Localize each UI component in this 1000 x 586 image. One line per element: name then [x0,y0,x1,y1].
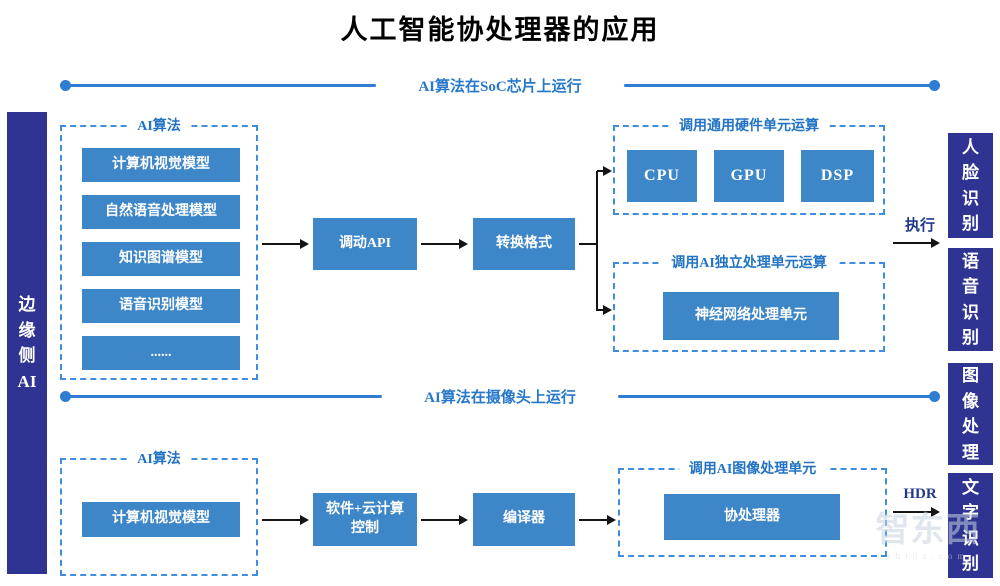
header-line-left [59,390,383,402]
dsp-box: DSP [801,150,874,202]
software-cloud-box: 软件+云计算控制 [313,493,417,546]
hw-units-group: 调用通用硬件单元运算 CPU GPU DSP [613,115,885,215]
coprocessor-box: 协处理器 [664,494,840,540]
section2-header: AI算法在摄像头上运行 [59,388,941,406]
img-unit-group-title: 调用AI图像处理单元 [678,458,827,478]
ai-unit-group: 调用AI独立处理单元运算 神经网络处理单元 [613,252,885,352]
hw-units-group-title: 调用通用硬件单元运算 [669,115,829,135]
cpu-box: CPU [627,150,697,202]
compiler-box: 编译器 [473,493,575,546]
model-box: 自然语音处理模型 [82,195,240,229]
rail-face-recognition: 人脸识别 [948,133,993,238]
call-api-box: 调动API [313,218,417,270]
rail-label: 文字识别 [962,477,979,574]
arrow [579,515,616,525]
header-line-right [623,79,941,91]
rail-speech-recognition: 语音识别 [948,248,993,351]
exec-label: 执行 [904,218,935,234]
hdr-label: HDR [903,486,937,502]
bottom-algo-group-title: AI算法 [127,448,191,468]
rail-label: 图像处理 [962,366,979,462]
arrow [262,515,309,525]
header-line-right [617,390,941,402]
top-algo-group: AI算法 计算机视觉模型 自然语音处理模型 知识图谱模型 语音识别模型 ....… [60,115,258,380]
model-box: 语音识别模型 [82,289,240,323]
ai-unit-group-title: 调用AI独立处理单元运算 [661,252,837,272]
top-algo-group-title: AI算法 [127,115,191,135]
arrow [893,238,940,248]
rail-label: 人脸识别 [962,137,979,234]
section2-title: AI算法在摄像头上运行 [424,389,576,406]
section1-header: AI算法在SoC芯片上运行 [59,77,941,95]
img-unit-group: 调用AI图像处理单元 协处理器 [618,458,887,557]
section1-title: AI算法在SoC芯片上运行 [418,78,582,95]
watermark: 智东西 zhidx.com [856,512,1000,561]
arrow [597,166,612,176]
connector-line [579,243,598,245]
model-box-ellipsis: ...... [82,336,240,370]
left-rail-edge-ai: 边缘侧AI [7,112,47,574]
bottom-algo-group: AI算法 计算机视觉模型 [60,448,258,576]
model-box: 知识图谱模型 [82,242,240,276]
top-algo-list: 计算机视觉模型 自然语音处理模型 知识图谱模型 语音识别模型 ...... [82,148,240,370]
npu-box: 神经网络处理单元 [663,292,839,340]
model-box: 计算机视觉模型 [82,148,240,182]
rail-label: 语音识别 [962,251,979,348]
convert-format-box: 转换格式 [473,218,575,270]
header-line-left [59,79,377,91]
rail-text-recognition: 文字识别 [948,473,993,578]
model-box: 计算机视觉模型 [82,502,240,537]
connector-line [596,171,598,311]
watermark-domain: zhidx.com [886,551,970,562]
arrow [421,515,468,525]
left-rail-label: 边缘侧AI [17,295,37,391]
arrow [597,305,612,315]
arrow [262,239,309,249]
rail-image-processing: 图像处理 [948,363,993,465]
watermark-logo: 智东西 [875,512,981,549]
page-title: 人工智能协处理器的应用 [340,15,660,45]
gpu-box: GPU [714,150,784,202]
arrow [421,239,468,249]
arrow [893,507,940,517]
